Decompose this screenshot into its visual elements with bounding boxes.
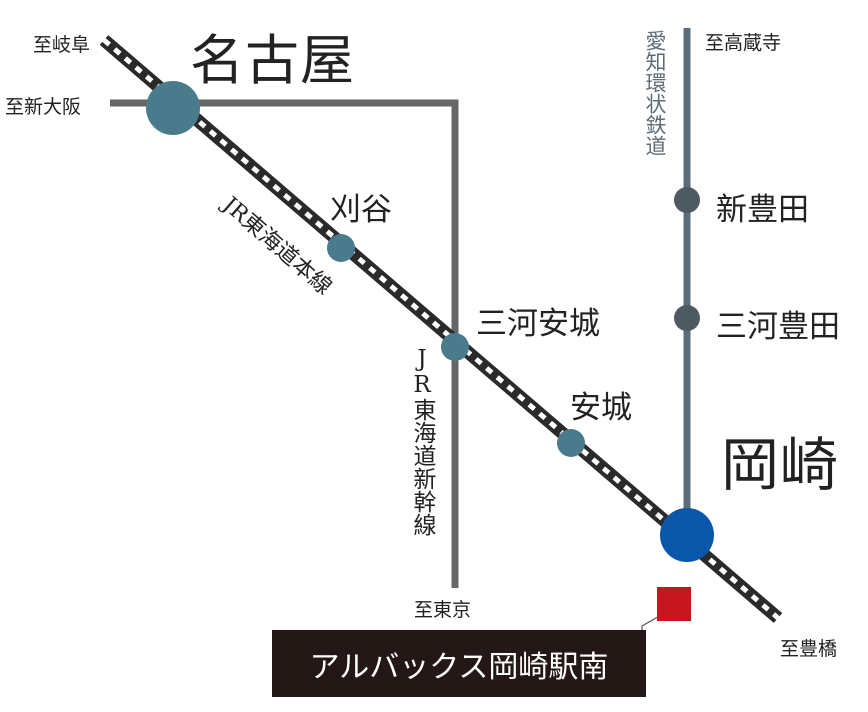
station-label-mikawa-toyota: 三河豊田 [716,309,840,345]
red-square-icon[interactable] [657,587,691,621]
direction-to-toyohashi: 至豊橋 [780,638,838,660]
station-dot-mikawa-toyota[interactable] [674,305,700,331]
station-dot-nagoya[interactable] [146,81,200,135]
station-label-okazaki: 岡崎 [721,431,840,499]
station-label-kariya: 刈谷 [330,192,392,228]
station-dot-mikawa-anjo[interactable] [441,333,469,361]
property-name-banner[interactable]: アルバックス岡崎駅南 [272,630,646,697]
station-dot-shin-toyota[interactable] [674,187,700,213]
direction-to-gifu: 至岐阜 [33,34,91,56]
line-label-jr-tokaido-shinkansen: JR東海道新幹線 [409,346,435,536]
direction-to-tokyo: 至東京 [414,599,472,621]
station-label-anjo: 安城 [570,390,632,426]
direction-to-kozoji: 至高蔵寺 [705,32,782,54]
direction-to-shin-osaka: 至新大阪 [5,96,82,118]
station-label-shin-toyota: 新豊田 [716,192,809,228]
station-dot-anjo[interactable] [557,429,585,457]
station-label-mikawa-anjo: 三河安城 [476,306,600,342]
station-dot-kariya[interactable] [327,234,355,262]
station-dot-okazaki[interactable] [660,508,714,562]
shinkansen-line [110,99,459,588]
station-label-nagoya: 名古屋 [190,29,355,92]
property-name: アルバックス岡崎駅南 [309,649,609,685]
line-label-aichi-loop: 愛知環状鉄道 [643,30,667,156]
